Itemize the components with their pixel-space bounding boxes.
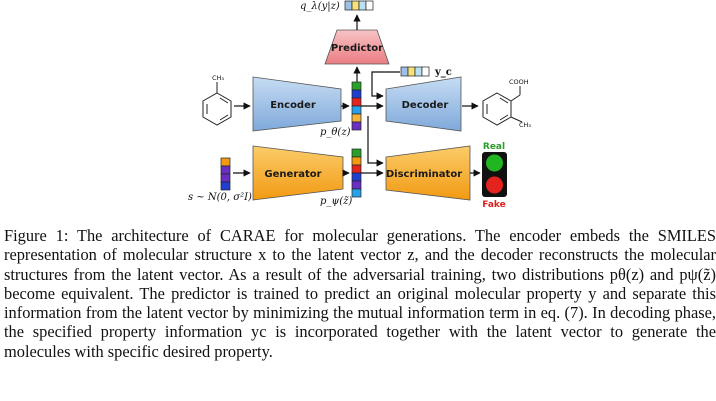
discriminator-block: Discriminator <box>385 145 471 201</box>
latent-vector-z-tilde <box>351 148 362 198</box>
real-fake-indicator <box>482 152 507 197</box>
discriminator-label: Discriminator <box>386 169 462 180</box>
predictor-label: Predictor <box>331 43 383 54</box>
yc-label: y_c <box>434 67 452 78</box>
condition-vector-yc <box>400 66 430 77</box>
encoder-label: Encoder <box>270 100 316 111</box>
decoder-label: Decoder <box>402 100 449 111</box>
fake-label: Fake <box>482 200 506 210</box>
noise-label: s ~ N(0, σ²I) <box>188 192 252 203</box>
decoder-block: Decoder <box>385 76 462 132</box>
predictor-output: q_λ(y|z) <box>300 0 374 12</box>
p-theta-label: p_θ(z) <box>320 127 351 138</box>
generator-label: Generator <box>264 169 321 180</box>
ch3-right-label: CH₃ <box>519 121 531 129</box>
figure-caption: Figure 1: The architecture of CARAE for … <box>4 226 716 361</box>
arrow-latent-to-discriminator <box>367 116 384 167</box>
p-psi-label: p_ψ(z̃) <box>320 196 352 207</box>
ch3-label: CH₃ <box>212 74 224 82</box>
q-lambda-label: q_λ(y|z) <box>300 1 340 12</box>
latent-vector-z <box>351 81 362 131</box>
generator-block: Generator <box>252 145 344 201</box>
noise-vector <box>220 157 231 191</box>
predictor-block: Predictor <box>324 29 390 65</box>
architecture-figure: q_λ(y|z) Predictor CH₃ Encoder <box>188 0 531 210</box>
fake-light-icon <box>486 176 503 194</box>
caption-text: The architecture of CARAE for molecular … <box>4 226 716 361</box>
input-molecule <box>202 82 232 126</box>
cooh-label: COOH <box>509 78 529 86</box>
output-molecule <box>482 86 523 126</box>
real-label: Real <box>483 142 505 152</box>
predictor-output-vector <box>344 0 374 11</box>
encoder-block: Encoder <box>252 76 342 132</box>
real-light-icon <box>486 154 503 172</box>
arrow-yc-to-decoder <box>371 71 400 100</box>
caption-label: Figure 1: <box>4 226 69 245</box>
